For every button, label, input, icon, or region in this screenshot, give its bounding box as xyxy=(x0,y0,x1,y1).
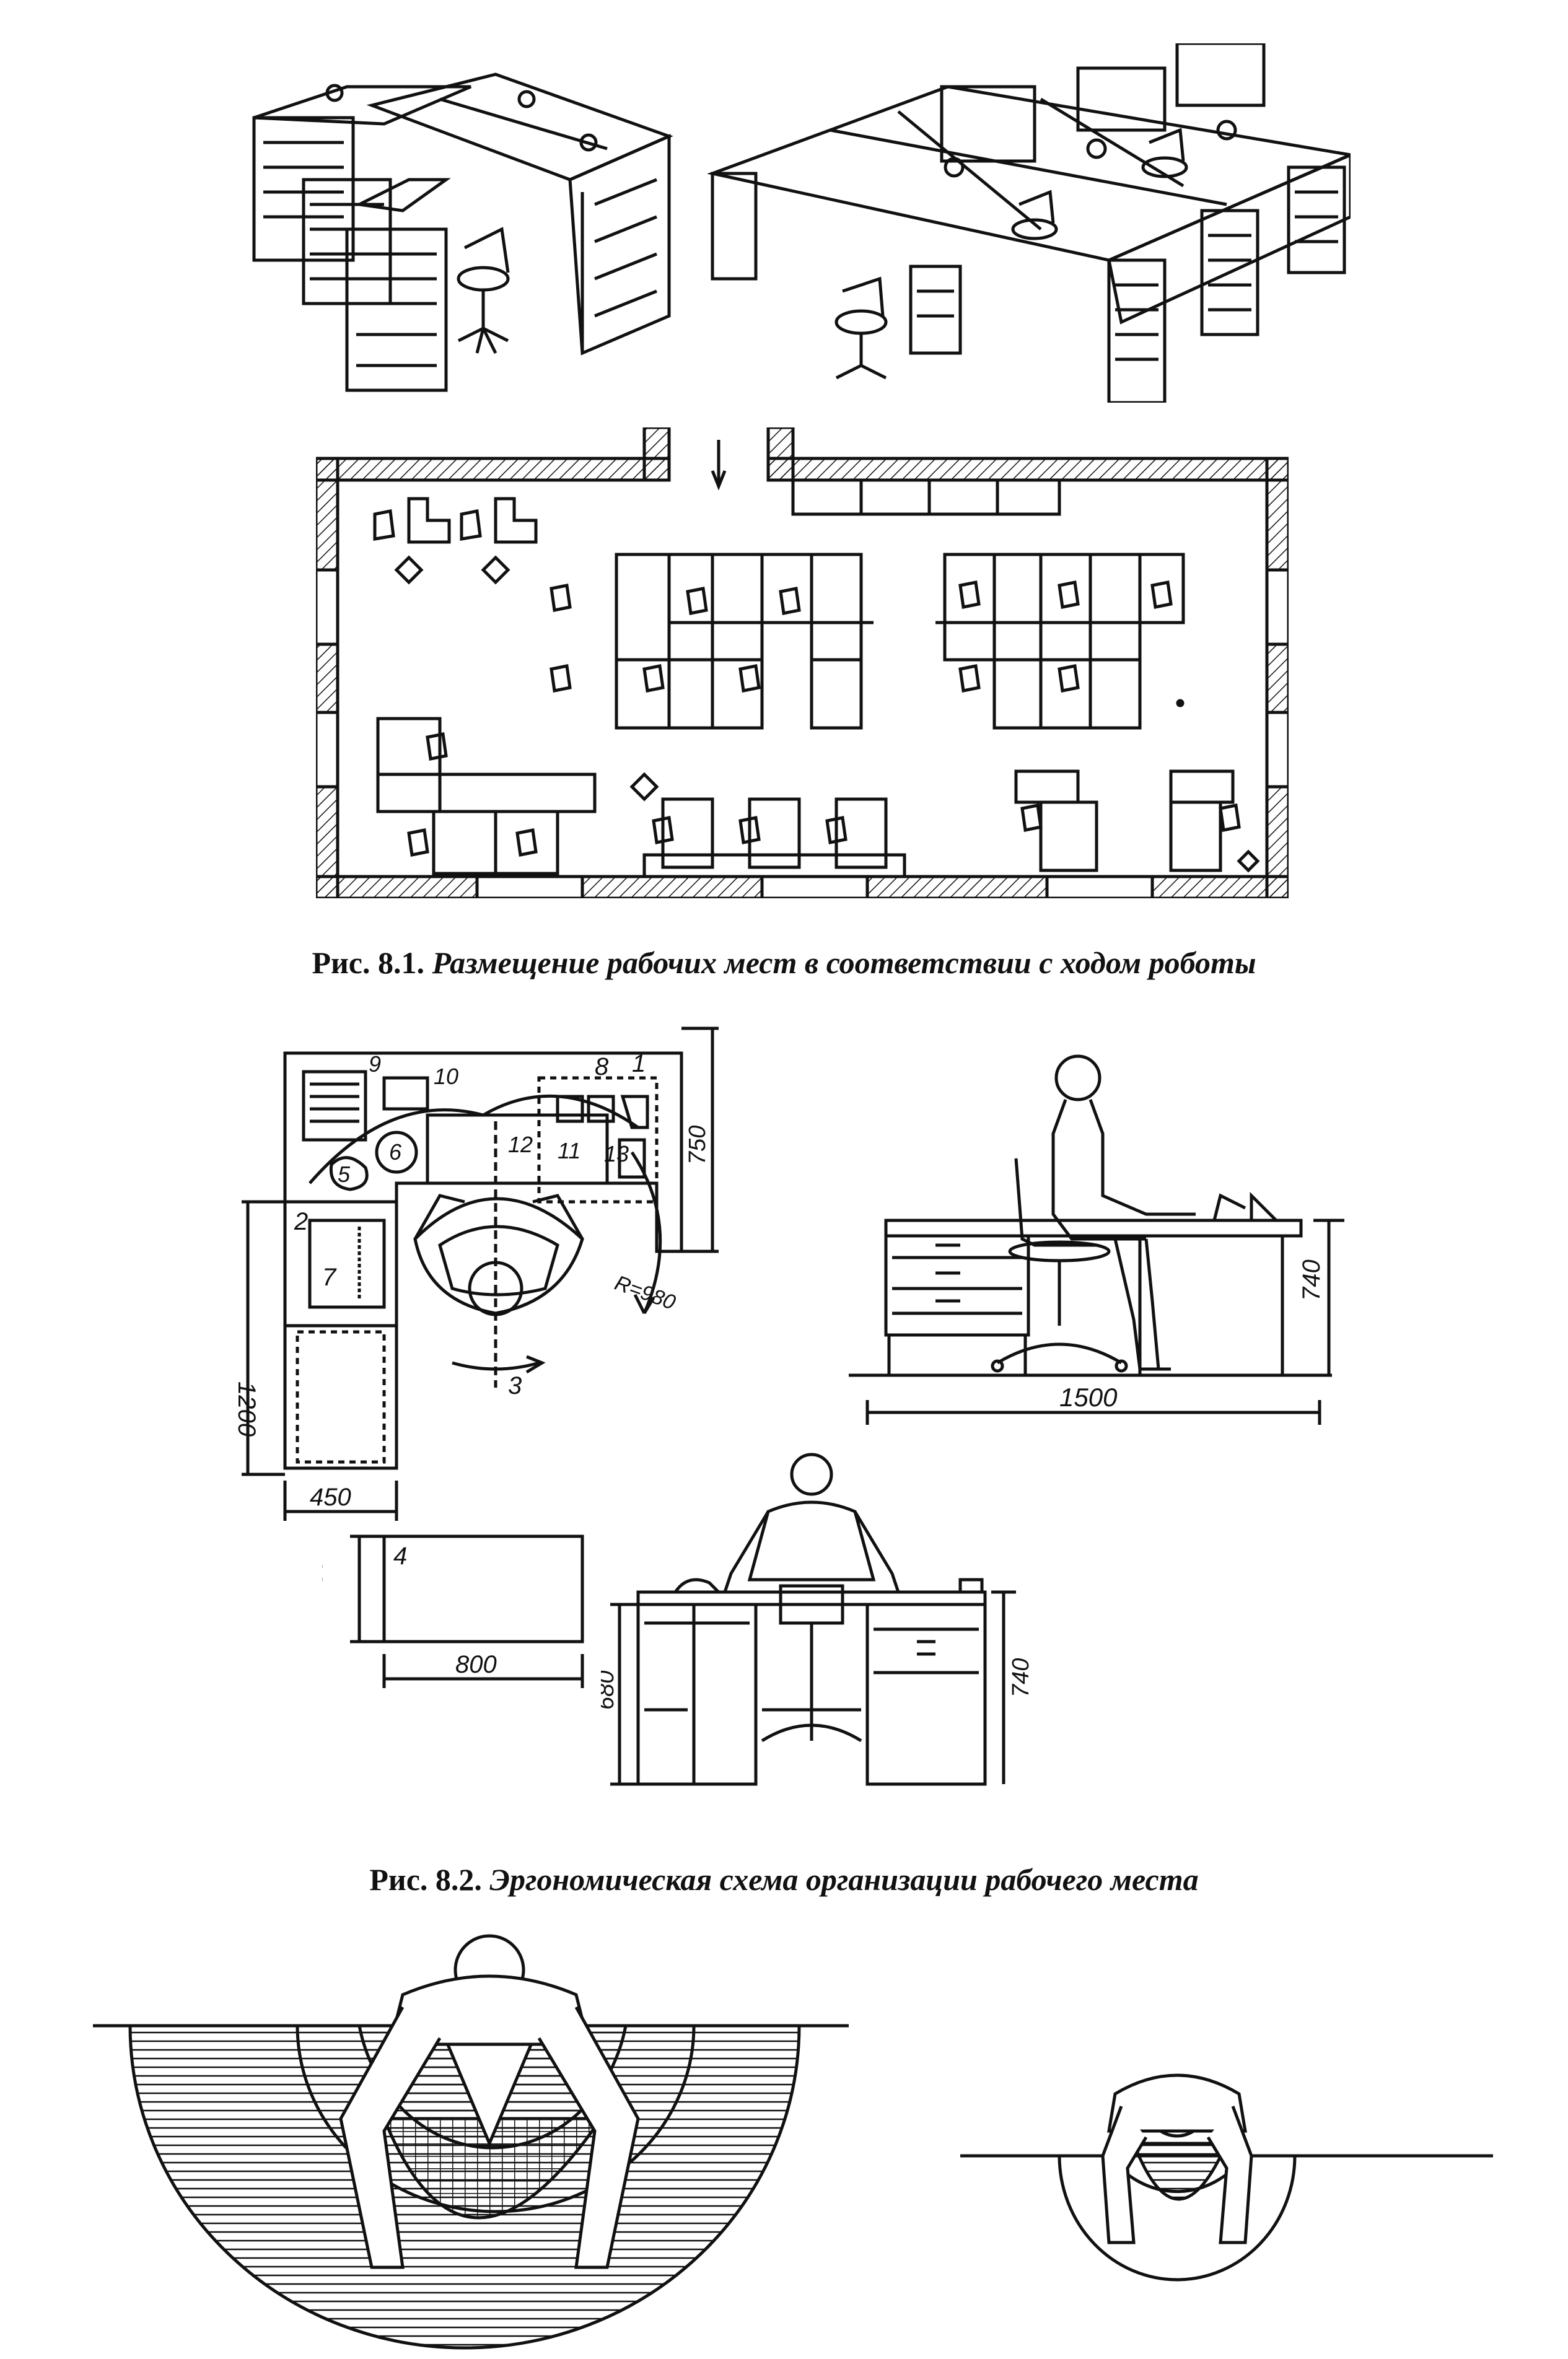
fig81-label: Рис. 8.1. xyxy=(312,945,424,980)
fig82-front-elevation: 680 740 xyxy=(601,1450,1084,1797)
fig82-plan-view: 1 2 3 5 6 7 8 9 10 11 12 13 R=980 750 12… xyxy=(235,1016,719,1530)
reach-zone-small xyxy=(960,2073,1493,2282)
fig82-label: Рис. 8.2. xyxy=(369,1862,482,1897)
dim-800: 800 xyxy=(455,1651,497,1678)
plan-num-10: 10 xyxy=(434,1064,458,1089)
fig82-title: Эргономическая схема организации рабочег… xyxy=(489,1862,1199,1897)
plan-desk-cluster-5 xyxy=(1014,769,1260,873)
plan-desk-cluster-3 xyxy=(376,717,597,875)
dim-450b: 450 xyxy=(322,1559,328,1598)
person-side xyxy=(1051,1054,1196,1371)
plan-num-2: 2 xyxy=(294,1208,308,1235)
plan-num-7: 7 xyxy=(322,1264,337,1291)
plan-num-11: 11 xyxy=(558,1138,580,1163)
dim-1200: 1200 xyxy=(235,1381,260,1437)
dim-750: 750 xyxy=(685,1126,711,1165)
dim-740b: 740 xyxy=(1008,1658,1034,1697)
plan-num-1: 1 xyxy=(632,1050,646,1077)
iso-desk-cluster-right xyxy=(707,43,1351,403)
person-front xyxy=(723,1453,900,1593)
plan-num-3: 3 xyxy=(508,1372,522,1399)
fig82-element-4-plan: 4 450 800 xyxy=(322,1518,632,1704)
fig81-caption: Рис. 8.1. Размещение рабочих мест в соот… xyxy=(0,945,1568,981)
plan-lounge xyxy=(373,497,538,585)
fig81-isometric-desks xyxy=(235,43,1351,403)
dim-680: 680 xyxy=(601,1671,619,1710)
plan-desk-cluster-2 xyxy=(935,553,1185,730)
plan-num-13: 13 xyxy=(604,1141,629,1166)
plan-num-8: 8 xyxy=(595,1053,609,1080)
plan-walls xyxy=(316,427,1289,898)
dim-450a: 450 xyxy=(310,1484,351,1511)
plan-num-5: 5 xyxy=(338,1162,351,1187)
plan-desk-cluster-4 xyxy=(629,772,906,878)
fig81-floor-plan xyxy=(316,427,1289,898)
dim-740a: 740 xyxy=(1298,1259,1325,1301)
plan-desk-cluster-1 xyxy=(550,553,874,730)
fig82-caption: Рис. 8.2. Эргономическая схема организац… xyxy=(0,1862,1568,1897)
fig81-title: Размещение рабочих мест в соответствии с… xyxy=(432,945,1256,980)
fig83-reach-zones xyxy=(93,1933,1518,2354)
plan-num-12: 12 xyxy=(508,1132,533,1157)
iso-desk-cluster-left xyxy=(252,72,673,392)
dim-1500: 1500 xyxy=(1059,1383,1118,1412)
plan-num-9: 9 xyxy=(369,1051,381,1077)
reach-zone-large xyxy=(93,1934,849,2350)
plan-num-4: 4 xyxy=(393,1543,407,1570)
fig82-side-elevation: 1500 740 xyxy=(849,1053,1357,1437)
plan-num-6: 6 xyxy=(389,1139,402,1165)
person-top-view xyxy=(413,1194,584,1374)
